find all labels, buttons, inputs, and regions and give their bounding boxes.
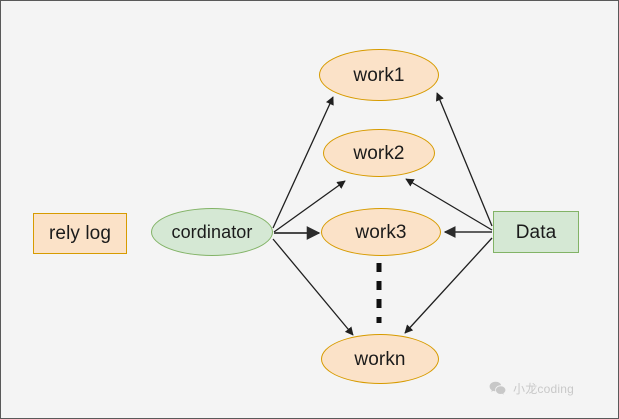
node-work1[interactable]: work1: [319, 49, 439, 101]
node-rely-log-label: rely log: [48, 223, 112, 244]
watermark-text: 小龙coding: [513, 382, 574, 396]
node-rely-log[interactable]: rely log: [33, 213, 127, 254]
edge-data-to-work2: [405, 178, 493, 231]
watermark: 小龙coding: [488, 379, 574, 398]
edge-cordinator-to-work1: [272, 96, 334, 229]
wechat-icon: [489, 381, 506, 395]
edge-data-to-workn: [404, 237, 493, 334]
node-work1-label: work1: [353, 64, 405, 86]
node-cordinator[interactable]: cordinator: [151, 208, 273, 256]
edge-cordinator-to-work2: [273, 180, 346, 233]
node-work3-label: work3: [355, 221, 407, 243]
edge-cordinator-to-workn: [272, 238, 354, 336]
node-work2[interactable]: work2: [323, 129, 435, 177]
node-cordinator-label: cordinator: [171, 222, 253, 242]
edge-data-to-work1: [436, 92, 493, 227]
node-data[interactable]: Data: [493, 211, 579, 253]
node-workn-label: workn: [354, 348, 406, 370]
node-workn[interactable]: workn: [321, 334, 439, 384]
node-data-label: Data: [515, 221, 557, 243]
node-work2-label: work2: [353, 142, 405, 164]
node-work3[interactable]: work3: [321, 208, 441, 256]
